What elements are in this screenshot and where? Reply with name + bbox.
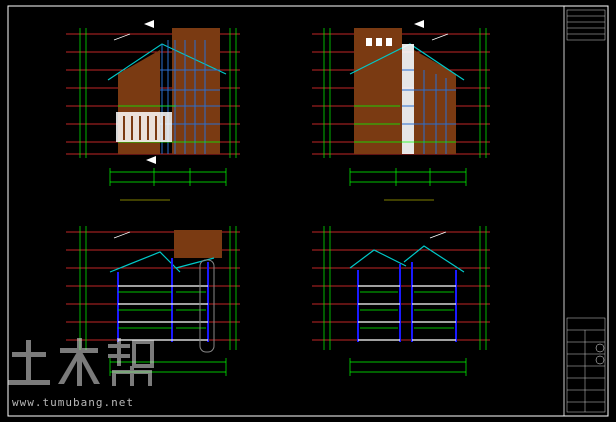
title-block-column [563, 5, 609, 417]
section-mark-icon [146, 156, 156, 164]
section-bottom-left [66, 226, 240, 376]
section-mark-icon [414, 20, 424, 28]
title-block-bottom [566, 317, 606, 413]
elevation-top-right [312, 20, 490, 201]
section-mark-icon [144, 20, 154, 28]
watermark-url: www.tumubang.net [12, 396, 134, 409]
drawing-frame [7, 5, 609, 417]
elevation-top-left [66, 20, 240, 201]
watermark-logo [8, 338, 154, 386]
title-block-top [566, 9, 606, 41]
section-bottom-right [312, 226, 490, 376]
